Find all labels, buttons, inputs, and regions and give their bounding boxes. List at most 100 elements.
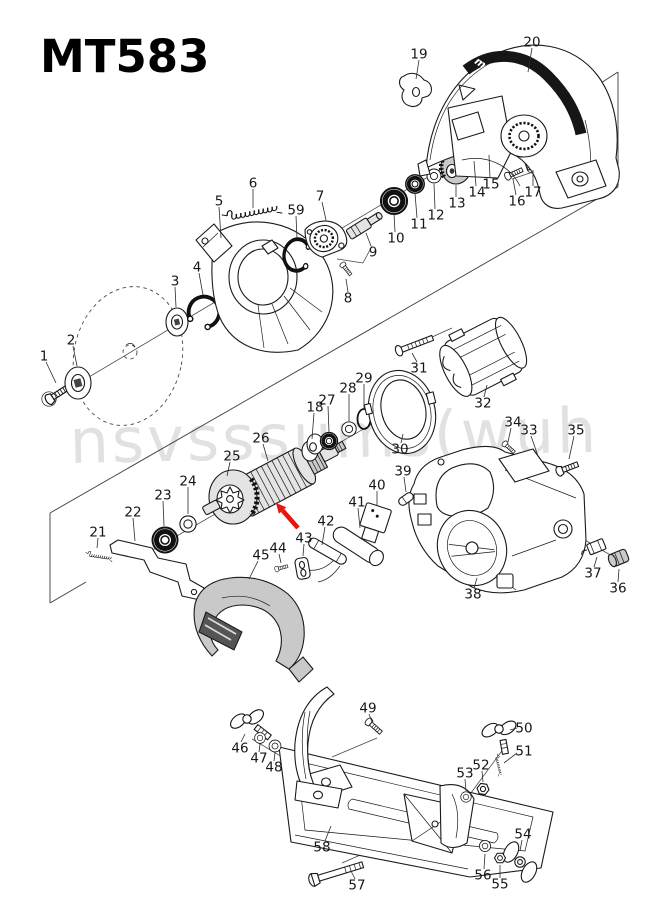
leader-line-48 [273,752,276,762]
part-label-10: 10 [387,231,404,247]
part-8-screw [338,260,354,278]
part-21-spring [84,547,115,566]
part-label-28: 28 [339,381,356,397]
part-label-41: 41 [348,495,365,511]
part-label-52: 52 [472,758,489,774]
part-number-labels: 1234567891011121314151617181920212223242… [40,35,627,894]
part-19-lever [398,72,433,108]
part-label-11: 11 [410,217,427,233]
part-36-brush-cap [607,548,630,568]
leader-line-39 [403,476,407,493]
leader-line-50 [509,727,518,731]
leader-line-51 [503,752,518,764]
part-label-53: 53 [456,766,473,782]
part-55-nut [493,852,507,864]
leader-line-20 [527,47,533,73]
part-5-safety-cover [195,221,334,353]
part-label-22: 22 [124,505,141,521]
axis-line [336,258,364,264]
part-label-2: 2 [67,333,76,349]
part-label-29: 29 [355,371,372,387]
part-label-17: 17 [524,185,541,201]
part-20-blade-case: makita [417,44,620,209]
part-23-bearing [153,528,178,553]
leader-line-35 [568,435,575,460]
leader-line-9 [365,232,372,247]
leader-line-38 [473,577,478,589]
leader-line-4 [198,272,204,296]
part-11-bearing [403,172,427,196]
leader-line-10 [393,212,396,233]
axis-line [331,737,378,758]
leader-line-5 [218,206,222,239]
part-label-59: 59 [287,203,304,219]
leader-line-56 [483,853,486,870]
parts-drawing: makita [41,44,630,887]
part-38-motor-housing [408,445,587,594]
part-2-outer-flange [64,366,92,400]
leader-line-44 [278,553,282,564]
part-53-washer [460,791,472,803]
part-28-washer [341,421,357,437]
part-label-55: 55 [491,877,508,893]
part-label-3: 3 [171,274,180,290]
leader-line-11 [414,192,418,219]
part-1-hex-bolt [41,382,72,407]
part-label-6: 6 [249,176,258,192]
part-37-carbon-brush [581,538,607,556]
leader-line-57 [350,870,356,880]
part-24-washer [179,515,197,533]
part-label-56: 56 [474,868,491,884]
part-label-8: 8 [344,291,353,307]
leader-line-14 [473,160,477,187]
part-39-pin [398,492,414,506]
leader-line-41 [357,507,361,529]
leader-line-26 [262,443,269,462]
part-57-bolt [308,861,365,887]
leader-line-54 [519,839,523,852]
part-label-4: 4 [193,260,202,276]
part-label-16: 16 [508,194,525,210]
leader-line-34 [507,427,512,443]
leader-line-37 [593,556,598,568]
leader-line-25 [226,461,231,477]
part-label-7: 7 [316,189,325,205]
part-label-34: 34 [504,415,521,431]
part-label-15: 15 [482,177,499,193]
leader-line-1 [45,361,57,384]
leader-line-52 [481,770,484,783]
part-label-39: 39 [394,464,411,480]
part-label-30: 30 [391,442,408,458]
leader-line-53 [464,778,467,792]
part-label-58: 58 [313,840,330,856]
part-label-27: 27 [318,393,335,409]
page-title: MT583 [40,30,210,83]
part-label-24: 24 [179,474,196,490]
leader-line-42 [321,526,326,546]
part-label-46: 46 [231,741,248,757]
part-label-57: 57 [348,878,365,894]
frame-line [49,581,87,604]
part-label-9: 9 [369,245,378,261]
part-label-13: 13 [448,196,465,212]
part-30-baffle-ring [363,369,437,455]
part-label-33: 33 [520,423,537,439]
part-43-cord-clip [294,557,311,580]
frame-line [49,186,619,514]
axis-line [362,245,373,264]
part-33-label [498,448,550,483]
leader-line-49 [368,713,373,723]
leader-line-31 [411,352,418,363]
part-label-48: 48 [265,760,282,776]
leader-line-58 [324,825,332,842]
part-10-bearing [381,188,407,214]
part-44-screw [273,563,289,573]
leader-line-7 [321,201,327,221]
part-label-23: 23 [154,488,171,504]
part-18-washers [301,433,324,462]
part-32-stator [439,316,528,397]
part-50-wing-bolt [478,717,520,755]
part-40-switch [359,502,392,544]
leader-line-36 [617,568,620,583]
